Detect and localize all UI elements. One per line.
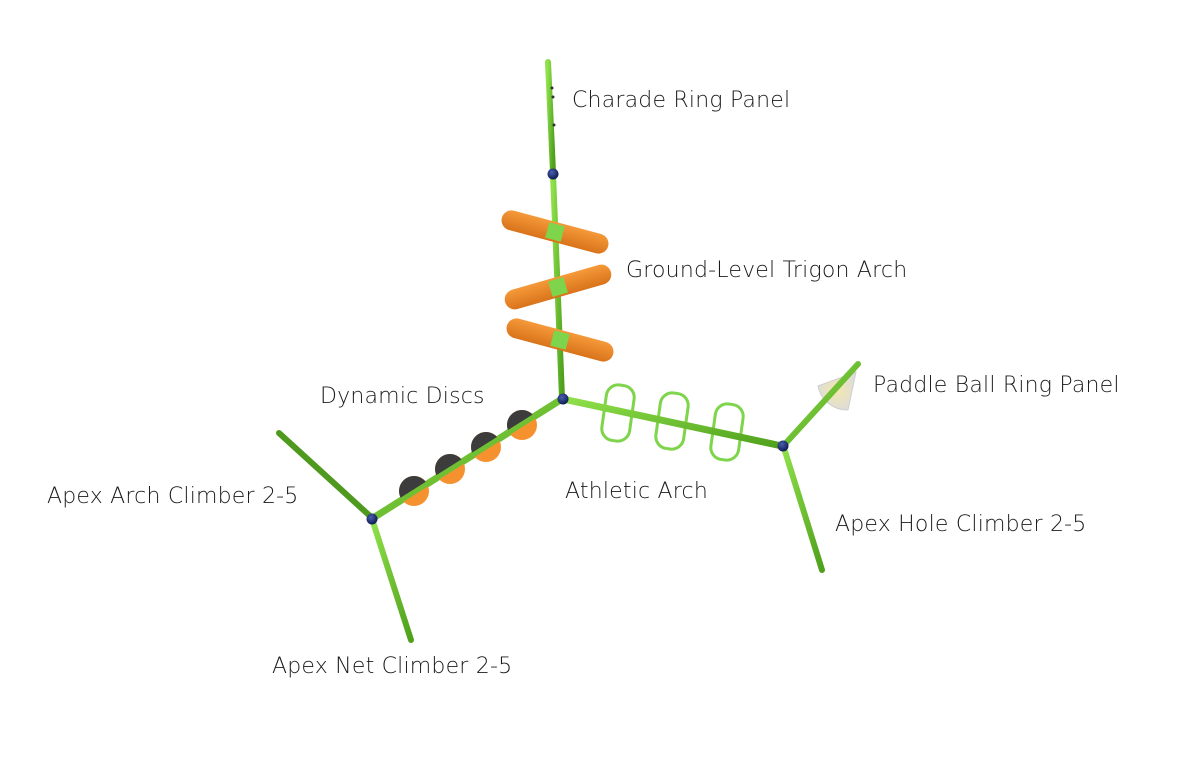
athletic-arch-beam — [559, 395, 786, 450]
label-paddle-ball-ring-panel: Paddle Ball Ring Panel — [873, 373, 1120, 398]
label-charade-ring-panel: Charade Ring Panel — [572, 88, 791, 113]
dynamic-discs-beam-front — [370, 396, 565, 521]
connector-top — [547, 168, 559, 180]
apex-hole-climber-post — [781, 445, 825, 573]
label-apex-hole-climber: Apex Hole Climber 2-5 — [835, 512, 1087, 537]
paddle-ball-ring-panel — [782, 361, 861, 447]
label-athletic-arch: Athletic Arch — [565, 479, 708, 504]
apex-arch-climber-post — [276, 430, 373, 519]
label-dynamic-discs: Dynamic Discs — [320, 384, 485, 409]
connector-center — [557, 393, 569, 405]
trigon-arch-bars — [501, 210, 614, 362]
label-apex-net-climber: Apex Net Climber 2-5 — [272, 654, 513, 679]
charade-ring-panel — [545, 59, 556, 175]
connector-left — [366, 513, 378, 525]
label-apex-arch-climber: Apex Arch Climber 2-5 — [47, 484, 299, 509]
label-ground-level-trigon-arch: Ground-Level Trigon Arch — [626, 258, 908, 283]
apex-net-climber-post — [370, 519, 414, 643]
connector-right — [777, 440, 789, 452]
